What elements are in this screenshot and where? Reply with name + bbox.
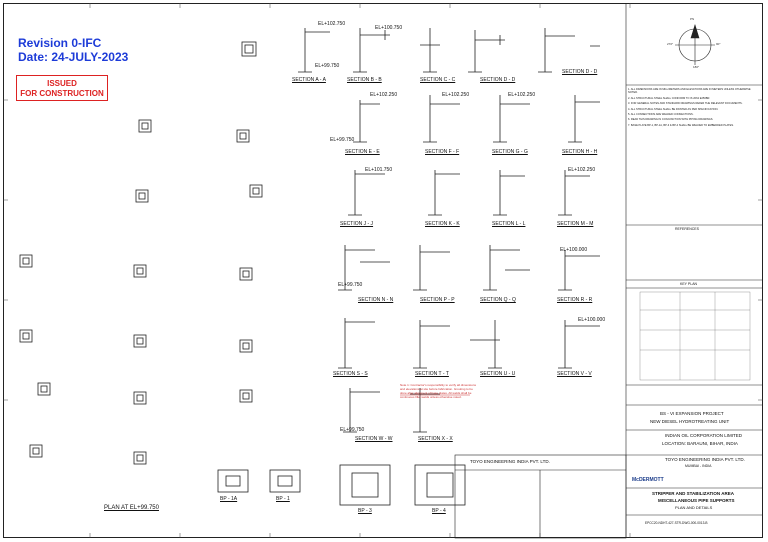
project-line2: NEW DIESEL HYDROTREATING UNIT — [650, 419, 730, 424]
owner-line1: INDIAN OIL CORPORATION LIMITED — [665, 433, 743, 438]
elevation-tag: EL+99.750 — [340, 427, 365, 433]
north-90-label: 90° — [716, 42, 721, 46]
mcdermott-logo: McDERMOTT — [632, 477, 664, 483]
section-d-label: SECTION D - D — [480, 77, 516, 83]
section-l-label: SECTION L - L — [492, 221, 526, 227]
north-270-label: 270° — [667, 42, 674, 46]
baseplate-1a-label: BP - 1A — [220, 496, 238, 502]
baseplate-1-label: BP - 1 — [276, 496, 290, 502]
contractor-name: TOYO ENGINEERING INDIA PVT. LTD. — [665, 457, 745, 462]
section-p-label: SECTION P - P — [420, 297, 455, 303]
drawing-title-1: STRIPPER AND STABILIZATION AREA — [652, 491, 734, 496]
section-j-label: SECTION J - J — [340, 221, 374, 227]
elevation-tag: EL+102.250 — [442, 92, 470, 98]
red-note: Note 1: Contractor's responsibility to v… — [400, 383, 476, 399]
elevation-tag: EL+100.750 — [375, 25, 403, 31]
section-q-label: SECTION Q - Q — [480, 297, 516, 303]
stamp-line2: FOR CONSTRUCTION — [20, 89, 104, 98]
baseplate-4-label: BP - 4 — [432, 508, 446, 514]
note-item: 2. ALL STRUCTURAL STEEL SHALL CONFORM TO… — [628, 96, 711, 100]
general-notes: 1. ALL DIMENSIONS ARE IN MILLIMETERS AND… — [628, 88, 758, 129]
elevation-tag: EL+100.000 — [578, 317, 606, 323]
note-item: 3. FOR GENERAL NOTES AND STANDARD DRAWIN… — [628, 102, 743, 106]
drawing-border — [3, 3, 763, 538]
drawing-number: EPCC20-NDHT-427-STR-DWG-000-0013-B — [645, 521, 708, 525]
north-180-label: 180° — [693, 65, 700, 69]
section-m-label: SECTION M - M — [557, 221, 594, 227]
issued-stamp: ISSUED FOR CONSTRUCTION — [16, 75, 108, 101]
section-b-label: SECTION B - B — [347, 77, 382, 83]
note-item: 5. ALL CONNECTIONS ARE WELDED CONNECTION… — [628, 113, 694, 117]
section-w-label: SECTION W - W — [355, 436, 393, 442]
elevation-tag: EL+101.750 — [365, 167, 393, 173]
elevation-tag: EL+99.750 — [338, 282, 363, 288]
elevation-tag: EL+99.750 — [330, 137, 355, 143]
section-a-label: SECTION A - A — [292, 77, 326, 83]
elevation-tag: EL+99.750 — [315, 63, 340, 69]
project-line1: BS - VI EXPANSION PROJECT — [660, 411, 724, 416]
section-h-label: SECTION H - H — [562, 149, 598, 155]
plan-label: PLAN AT EL+99.750 — [104, 505, 159, 511]
drawing-title-2: MISCELLANEOUS PIPE SUPPORTS — [658, 498, 735, 503]
keyplan-heading: KEY PLAN — [680, 282, 698, 286]
note-item: 1. ALL DIMENSIONS ARE IN MILLIMETERS AND… — [628, 88, 751, 95]
elevation-tag: EL+100.000 — [560, 247, 588, 253]
references-heading: REFERENCES — [675, 227, 699, 231]
subcontractor-name: TOYO ENGINEERING INDIA PVT. LTD. — [470, 459, 550, 464]
section-t-label: SECTION T - T — [415, 371, 449, 377]
elevation-tag: EL+102.250 — [508, 92, 536, 98]
contractor-city: MUMBAI - INDIA — [685, 464, 712, 468]
elevation-tag: EL+102.250 — [568, 167, 596, 173]
owner-line2: LOCATION: BARAUNI, BIHAR, INDIA — [662, 441, 738, 446]
revision-date: Date: 24-JULY-2023 — [18, 50, 129, 64]
elevation-tag: EL+102.250 — [370, 92, 398, 98]
section-u-label: SECTION U - U — [480, 371, 516, 377]
section-k-label: SECTION K - K — [425, 221, 460, 227]
north-pn-label: PN — [690, 17, 695, 21]
note-item: 6. READ THIS DRAWING IN CONJUNCTION WITH… — [628, 118, 714, 122]
revision-label: Revision 0-IFC — [18, 36, 102, 50]
note-item: 4. ALL STRUCTURAL STEEL SHALL BE PAINTED… — [628, 107, 719, 111]
revision-block: Revision 0-IFC Date: 24-JULY-2023 — [18, 36, 128, 64]
section-v-label: SECTION V - V — [557, 371, 592, 377]
baseplate-3-label: BP - 3 — [358, 508, 372, 514]
section-g-label: SECTION G - G — [492, 149, 528, 155]
section-n-label: SECTION N - N — [358, 297, 394, 303]
drawing-title-3: PLAN AND DETAILS — [675, 505, 713, 510]
note-item: 7. BASE PLATE BP-1, BP-1A, BP-3 & BP-4 S… — [628, 123, 734, 127]
section-c-label: SECTION C - C — [420, 77, 456, 83]
elevation-tag: EL+102.750 — [318, 21, 346, 27]
stamp-line1: ISSUED — [47, 79, 77, 88]
section-f-label: SECTION F - F — [425, 149, 460, 155]
section-x-label: SECTION X - X — [418, 436, 453, 442]
section-d2-label: SECTION D - D — [562, 69, 598, 75]
section-s-label: SECTION S - S — [333, 371, 368, 377]
section-r-label: SECTION R - R — [557, 297, 593, 303]
section-e-label: SECTION E - E — [345, 149, 380, 155]
